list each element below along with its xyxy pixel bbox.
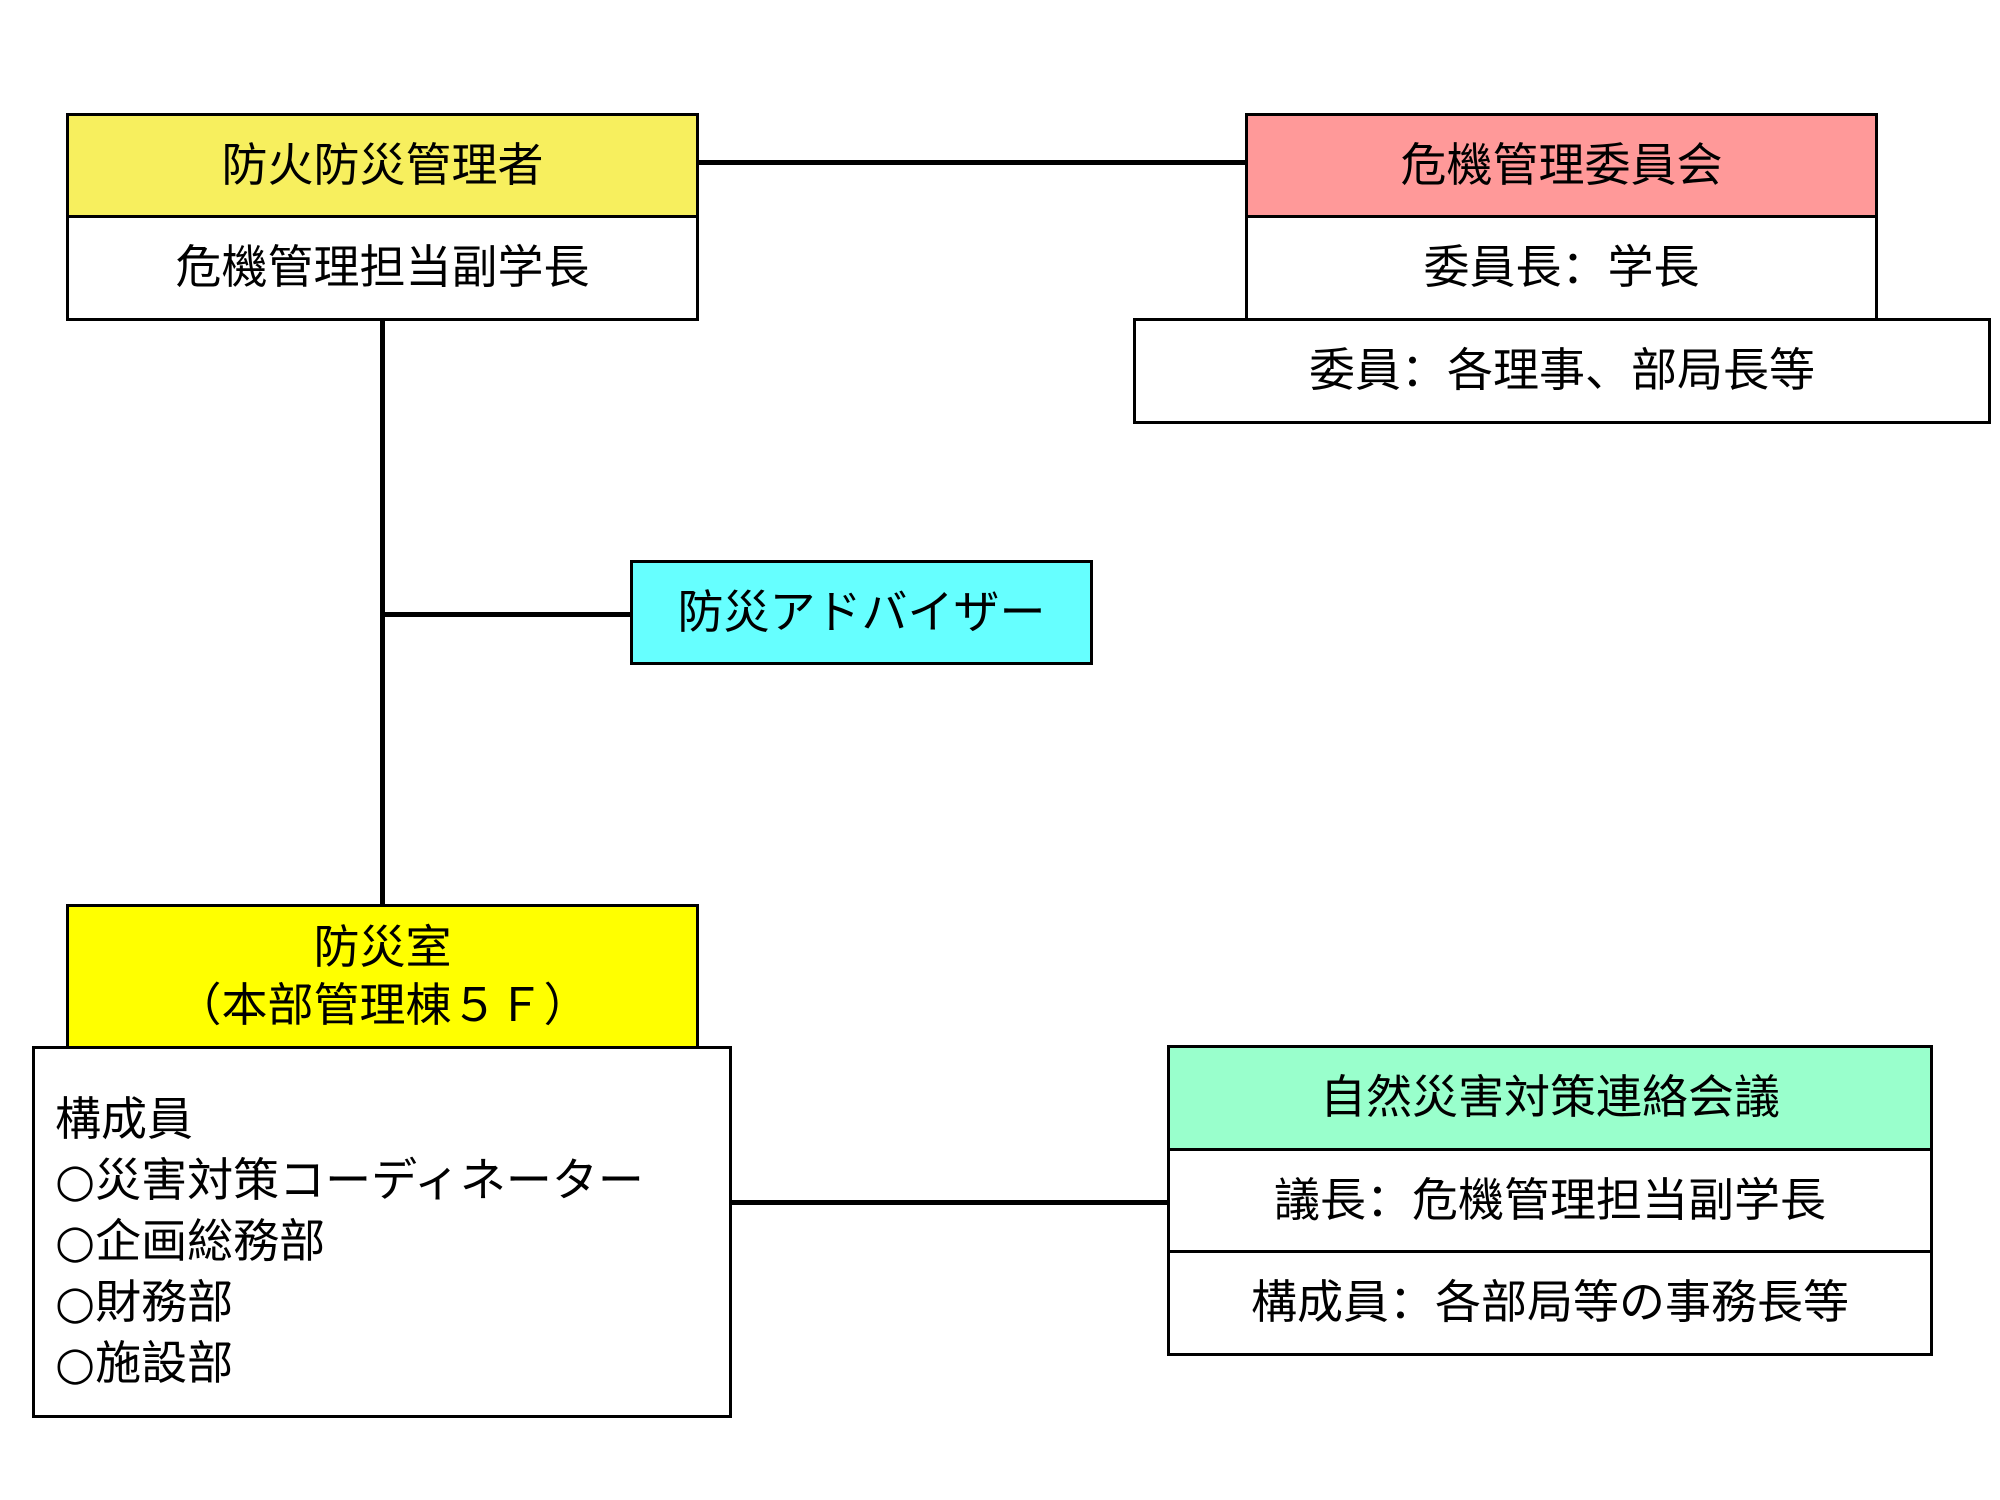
- disaster-office-title-box: 防災室 （本部管理棟５Ｆ）: [66, 904, 699, 1049]
- crisis-committee-title: 危機管理委員会: [1400, 137, 1723, 192]
- liaison-council-title-box: 自然災害対策連絡会議: [1167, 1045, 1933, 1151]
- connector-manager-committee: [697, 160, 1247, 165]
- members-heading: 構成員: [55, 1092, 193, 1146]
- disaster-office-members-box: 構成員 ○災害対策コーディネーター ○企画総務部 ○財務部 ○施設部: [32, 1046, 732, 1418]
- crisis-committee-members: 委員：各理事、部局長等: [1309, 343, 1815, 398]
- liaison-council-title: 自然災害対策連絡会議: [1320, 1070, 1780, 1125]
- member-item: ○施設部: [55, 1336, 234, 1390]
- connector-advisor: [380, 612, 632, 617]
- fire-manager-title-box: 防火防災管理者: [66, 113, 699, 218]
- member-item: ○財務部: [55, 1275, 234, 1329]
- connector-office-council: [730, 1200, 1170, 1205]
- crisis-committee-chair-box: 委員長：学長: [1245, 215, 1878, 321]
- advisor-box: 防災アドバイザー: [630, 560, 1093, 665]
- crisis-committee-chair: 委員長：学長: [1423, 240, 1700, 295]
- liaison-council-chair: 議長：危機管理担当副学長: [1274, 1172, 1826, 1227]
- crisis-committee-title-box: 危機管理委員会: [1245, 113, 1878, 218]
- member-item: ○企画総務部: [55, 1214, 326, 1268]
- disaster-office-location: （本部管理棟５Ｆ）: [175, 977, 590, 1032]
- advisor-title: 防災アドバイザー: [677, 584, 1046, 639]
- disaster-office-title: 防災室: [313, 920, 452, 974]
- fire-manager-title: 防火防災管理者: [221, 137, 544, 192]
- fire-manager-role: 危機管理担当副学長: [175, 240, 590, 295]
- liaison-council-members-box: 構成員：各部局等の事務長等: [1167, 1250, 1933, 1356]
- liaison-council-members: 構成員：各部局等の事務長等: [1251, 1275, 1849, 1330]
- fire-manager-role-box: 危機管理担当副学長: [66, 215, 699, 321]
- member-item: ○災害対策コーディネーター: [55, 1153, 644, 1207]
- crisis-committee-members-box: 委員：各理事、部局長等: [1133, 318, 1991, 424]
- liaison-council-chair-box: 議長：危機管理担当副学長: [1167, 1148, 1933, 1253]
